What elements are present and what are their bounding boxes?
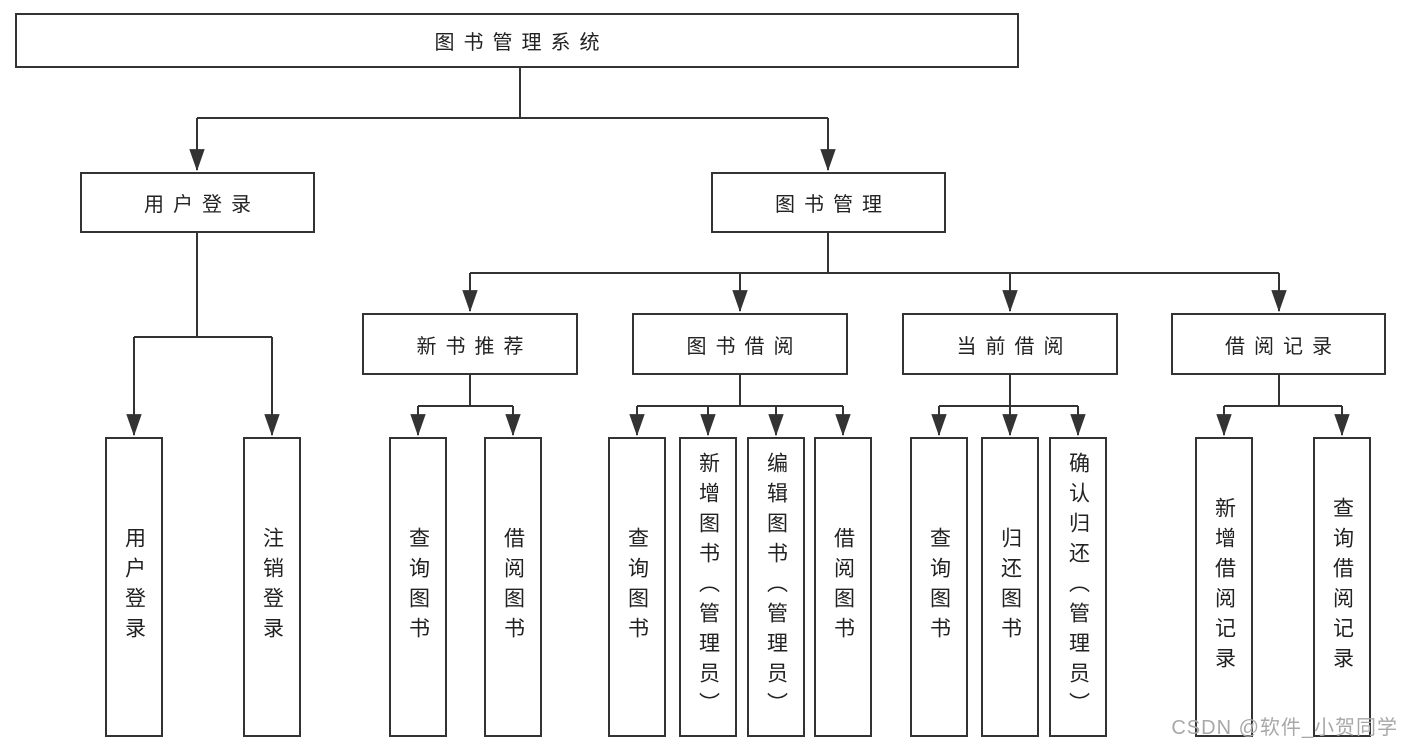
leaf-records-query-label: 查询借阅记录 bbox=[1330, 497, 1354, 677]
leaf-borrow-query-label: 查询图书 bbox=[625, 527, 649, 647]
leaf-borrow-borrow: 借阅图书 bbox=[814, 437, 872, 737]
leaf-logout-label: 注销登录 bbox=[260, 527, 284, 647]
node-new-book-recommend: 新书推荐 bbox=[362, 313, 578, 375]
leaf-current-confirm-label: 确认归还（管理员） bbox=[1066, 452, 1090, 722]
node-book-borrow-label: 图书借阅 bbox=[686, 335, 803, 358]
node-book-borrow: 图书借阅 bbox=[632, 313, 848, 375]
node-user-login-label: 用户登录 bbox=[144, 194, 260, 216]
leaf-records-add-label: 新增借阅记录 bbox=[1212, 497, 1236, 677]
leaf-newbooks-query: 查询图书 bbox=[389, 437, 447, 737]
leaf-newbooks-borrow-label: 借阅图书 bbox=[501, 527, 525, 647]
node-user-login: 用户登录 bbox=[80, 172, 315, 233]
leaf-borrow-query: 查询图书 bbox=[608, 437, 666, 737]
connector-book-mgmt bbox=[470, 231, 1279, 274]
leaf-borrow-borrow-label: 借阅图书 bbox=[831, 527, 855, 647]
leaf-current-return-label: 归还图书 bbox=[998, 527, 1022, 647]
leaf-records-add: 新增借阅记录 bbox=[1195, 437, 1253, 737]
leaf-newbooks-query-label: 查询图书 bbox=[406, 527, 430, 647]
node-current-borrow: 当前借阅 bbox=[902, 313, 1118, 375]
connector-book-borrow bbox=[637, 373, 843, 407]
leaf-borrow-add: 新增图书（管理员） bbox=[679, 437, 737, 737]
leaf-current-confirm: 确认归还（管理员） bbox=[1049, 437, 1107, 737]
node-book-management: 图书管理 bbox=[711, 172, 946, 233]
node-new-book-recommend-label: 新书推荐 bbox=[416, 335, 533, 358]
node-borrow-records-label: 借阅记录 bbox=[1225, 335, 1341, 358]
leaf-borrow-edit-label: 编辑图书（管理员） bbox=[764, 452, 788, 722]
leaf-borrow-edit: 编辑图书（管理员） bbox=[747, 437, 805, 737]
connector-group bbox=[126, 66, 1350, 437]
connector-user-login bbox=[134, 231, 272, 338]
leaf-user-login-label: 用户登录 bbox=[122, 527, 146, 647]
node-borrow-records: 借阅记录 bbox=[1171, 313, 1386, 375]
leaf-newbooks-borrow: 借阅图书 bbox=[484, 437, 542, 737]
connector-borrow-records bbox=[1224, 373, 1342, 407]
node-current-borrow-label: 当前借阅 bbox=[956, 335, 1073, 358]
connector-root bbox=[197, 66, 828, 119]
leaf-current-query-label: 查询图书 bbox=[927, 527, 951, 647]
leaf-user-login: 用户登录 bbox=[105, 437, 163, 737]
node-root-label: 图书管理系统 bbox=[434, 32, 609, 54]
leaf-borrow-add-label: 新增图书（管理员） bbox=[696, 452, 720, 722]
leaf-logout: 注销登录 bbox=[243, 437, 301, 737]
leaf-records-query: 查询借阅记录 bbox=[1313, 437, 1371, 737]
node-book-management-label: 图书管理 bbox=[775, 194, 891, 216]
node-root-system: 图书管理系统 bbox=[15, 13, 1019, 68]
connector-current-borrow bbox=[939, 373, 1078, 407]
leaf-current-return: 归还图书 bbox=[981, 437, 1039, 737]
csdn-watermark: CSDN @软件_小贺同学 bbox=[1171, 717, 1398, 739]
leaf-current-query: 查询图书 bbox=[910, 437, 968, 737]
connector-new-books bbox=[418, 373, 513, 407]
